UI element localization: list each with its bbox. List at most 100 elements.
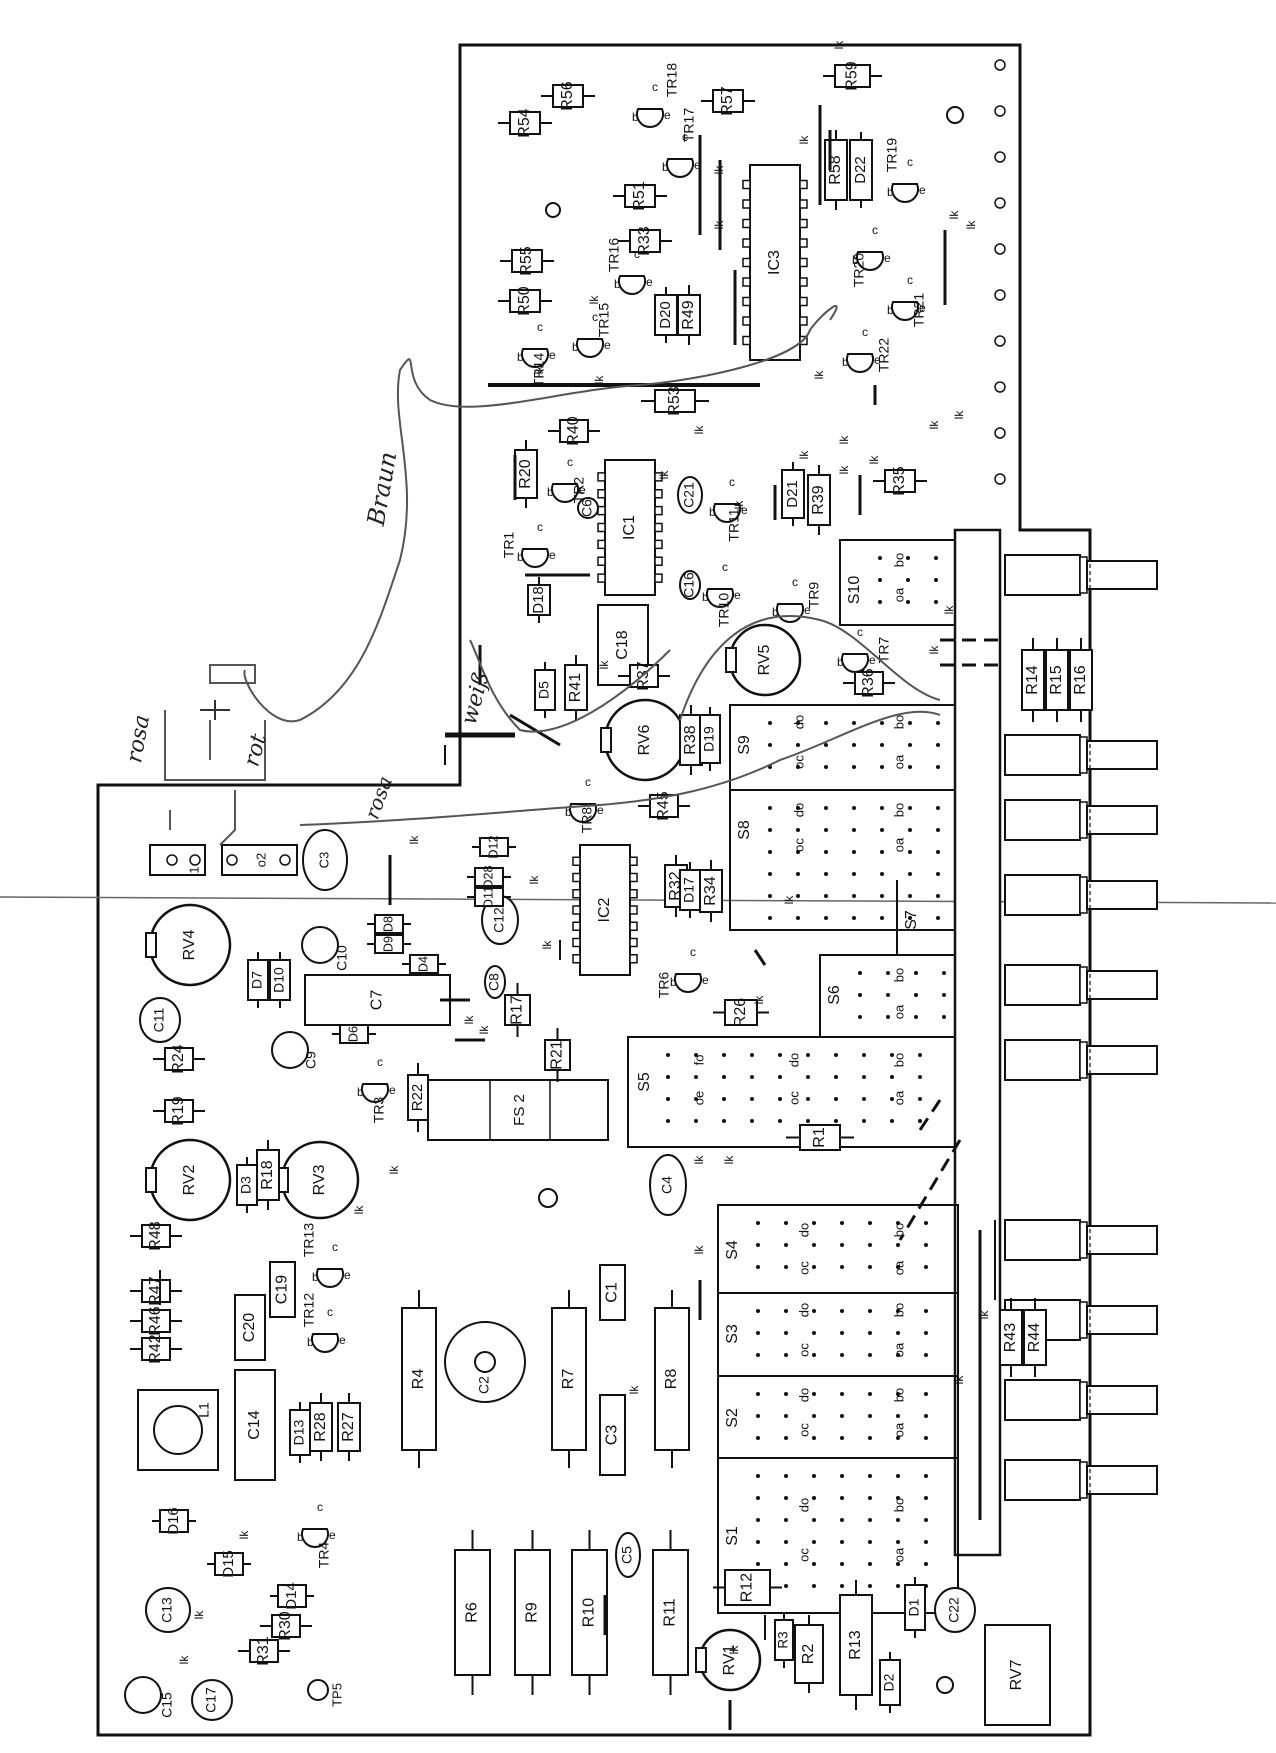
resistor-r7: R7 (551, 1290, 587, 1468)
link-label: lk (540, 940, 554, 950)
handdrawn-wiring (164, 305, 1005, 1241)
link-label: lk (964, 220, 978, 230)
component-label: R54 (516, 108, 533, 137)
wire-link (753, 949, 767, 966)
component-label: D9 (381, 936, 395, 952)
component-label: TR2 (571, 477, 587, 504)
capacitor-c11: C11 (139, 997, 181, 1043)
component-label: R9 (524, 1602, 541, 1623)
resistor-r11: R11 (652, 1530, 689, 1695)
diode-d19: D19 (699, 707, 721, 771)
component-label: D11 (481, 886, 495, 908)
switch-s2: S2doocoabo (717, 1375, 959, 1459)
mounting-hole (994, 59, 1006, 71)
pin-label: b (887, 185, 894, 199)
diode-d20: D20 (654, 287, 678, 343)
jack-socket (1004, 734, 1158, 776)
component-label: TR7 (876, 637, 892, 664)
component-label: C7 (369, 990, 386, 1011)
component-label: R3 (776, 1631, 791, 1648)
link-label: lk (237, 1530, 251, 1540)
ic-ic3: IC3 (742, 164, 808, 361)
component-label: C22 (946, 1597, 962, 1623)
component-label: S10 (846, 576, 863, 605)
resistor-r47: R47 (130, 1276, 182, 1306)
component-label: R14 (1024, 665, 1041, 694)
switch-contact: oc (791, 838, 806, 852)
component-label: C8 (486, 973, 502, 991)
switch-contact: bo (891, 715, 906, 729)
component-label: TR22 (876, 338, 892, 372)
component-label: D15 (220, 1550, 237, 1578)
resistor-r9: R9 (514, 1530, 551, 1695)
component-label: D3 (238, 1176, 254, 1194)
switch-s7: S7 (903, 910, 920, 930)
handwritten-note: rot (239, 731, 272, 769)
component-label: RV7 (1008, 1659, 1025, 1690)
fuse-holder: FS 2 (427, 1079, 609, 1141)
link-label: lk (752, 995, 766, 1005)
component-label: R36 (860, 668, 877, 697)
component-label: D17 (681, 877, 697, 903)
pin-label: e (549, 348, 556, 362)
link-label: lk (462, 1015, 476, 1025)
link-label: lk (597, 660, 611, 670)
switch-contact: oc (796, 1548, 811, 1562)
pin-label: e (741, 503, 748, 517)
capacitor-c3-terminal (302, 829, 348, 891)
pin-label: c (722, 560, 728, 574)
jack-socket (1004, 799, 1158, 841)
component-label: D1 (906, 1598, 922, 1616)
potentiometer-rv3: RV3 (277, 1140, 360, 1220)
jack-socket (1004, 554, 1158, 596)
switch-contact: bo (891, 1223, 906, 1237)
link-label: lk (587, 295, 601, 305)
component-label: TR10 (716, 593, 732, 627)
component-label: IC1 (621, 515, 638, 540)
component-label: TR3 (371, 1097, 387, 1124)
diode-d12: D12 (472, 835, 516, 859)
pin-label: c (690, 945, 696, 959)
diode-d17: D17 (679, 862, 701, 918)
component-label: S2 (724, 1408, 741, 1428)
handwritten-note: rosa (122, 713, 155, 765)
pin-label: b (670, 975, 677, 989)
resistor-r46: R46 (130, 1306, 182, 1336)
switch-contact: oc (796, 1343, 811, 1357)
mounting-hole (936, 1676, 954, 1694)
jack-socket (1004, 1039, 1158, 1081)
pin-label: c (862, 325, 868, 339)
pin-label: e (646, 275, 653, 289)
resistor-r14: R14 (1021, 638, 1045, 722)
component-label: R46 (147, 1306, 164, 1335)
pin-label: b (297, 1530, 304, 1544)
component-label: C15 (159, 1692, 175, 1718)
switch-s4: S4doocoabo (717, 1204, 959, 1294)
potentiometer-rv5: RV5 (725, 623, 802, 697)
component-label: RV4 (181, 929, 198, 960)
pin-label: b (307, 1335, 314, 1349)
component-label: R51 (631, 181, 648, 210)
capacitor-c20: C20 (234, 1294, 266, 1361)
diode-d2: D2 (879, 1652, 901, 1713)
connector-rail (953, 528, 1002, 1557)
capacitor-c8: C8 (484, 965, 506, 999)
switch-contact: oa (891, 1422, 906, 1437)
link-label: lk (692, 1155, 706, 1165)
component-label: R35 (891, 466, 908, 495)
switch-contact: oa (891, 1004, 906, 1019)
component-label: R26 (732, 998, 749, 1027)
component-label: D22 (852, 156, 869, 184)
switch-contact: oa (891, 1090, 906, 1105)
resistor-r36: R36 (843, 668, 895, 698)
link-label: lk (657, 470, 671, 480)
pin-label: b (772, 605, 779, 619)
component-label: RV6 (636, 724, 653, 755)
pin-label: c (317, 1500, 323, 1514)
pin-label: e (664, 108, 671, 122)
switch-contact: do (796, 1303, 811, 1317)
